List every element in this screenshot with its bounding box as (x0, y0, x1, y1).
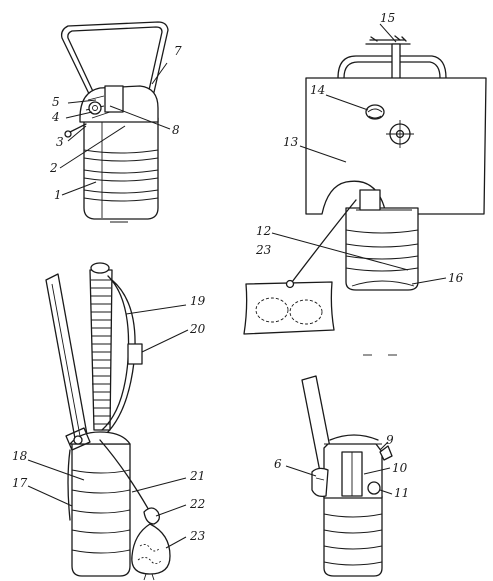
callout-4: 4 (51, 110, 60, 124)
callout-21: 21 (189, 469, 205, 483)
valve-nine (379, 445, 393, 461)
callout-3: 3 (56, 135, 64, 149)
connecting-cord (291, 199, 357, 283)
knob-eleven (367, 481, 381, 495)
carry-handle-inner (67, 26, 163, 109)
callout-15: 15 (380, 11, 395, 25)
corrugated-hose (89, 269, 113, 431)
callout-23-top: 23 (255, 243, 272, 257)
adjust-knob (365, 104, 385, 120)
carry-tube (45, 273, 89, 445)
callout-16: 16 (448, 271, 464, 285)
wall-panel (305, 77, 487, 215)
leaders-figure-c (27, 304, 189, 549)
shoulder-strap (101, 275, 130, 431)
callout-22: 22 (189, 497, 205, 511)
figure-b-panel-mount (243, 35, 487, 356)
callout-13: 13 (283, 135, 299, 149)
figure-a-canister-with-handle (60, 21, 169, 223)
leaders-figure-b (271, 23, 447, 285)
figure-c-full-apparatus (45, 262, 171, 581)
callout-6: 6 (274, 457, 282, 471)
canister-body (83, 117, 159, 220)
callout-2: 2 (49, 161, 58, 175)
callout-11: 11 (394, 486, 409, 500)
canister-body-d (323, 495, 383, 577)
valve-knob (88, 101, 102, 115)
leaders-figure-a (59, 62, 171, 196)
handle-six (311, 467, 329, 498)
callout-12: 12 (256, 224, 271, 238)
canister-body-b (345, 207, 419, 291)
valve-block (104, 85, 124, 113)
callout-19: 19 (190, 294, 206, 308)
bag-cord (99, 439, 151, 513)
callout-14: 14 (310, 83, 325, 97)
callout-labels: 5 4 3 2 1 7 8 15 14 13 12 23 16 19 20 18… (12, 11, 464, 543)
callout-7: 7 (174, 44, 182, 58)
callout-10: 10 (392, 461, 408, 475)
callout-17: 17 (12, 476, 28, 490)
carry-handle (60, 21, 169, 111)
valve-block-b (359, 189, 381, 211)
canister-body-c (71, 443, 131, 577)
callout-23-bottom: 23 (189, 529, 206, 543)
leaders-figure-d (285, 441, 393, 495)
callout-5: 5 (52, 95, 60, 109)
breathing-bag (243, 281, 335, 335)
strap-tag (127, 343, 143, 365)
callout-20: 20 (189, 322, 206, 336)
callout-1: 1 (54, 188, 62, 202)
bag-valve (143, 507, 160, 525)
figure-d-side-view (301, 375, 393, 577)
callout-9: 9 (386, 433, 394, 447)
callout-18: 18 (12, 449, 28, 463)
callout-8: 8 (172, 123, 180, 137)
